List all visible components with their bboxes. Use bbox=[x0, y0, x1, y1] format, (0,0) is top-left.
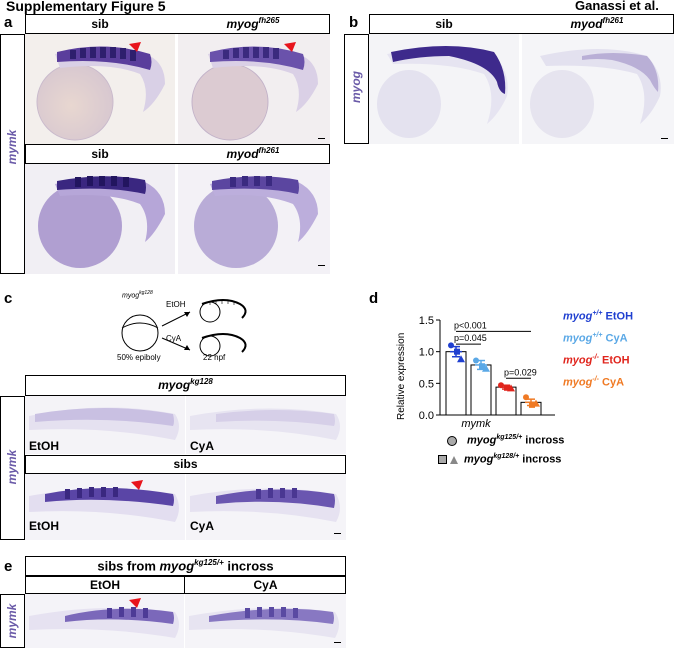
p-value-label: p=0.045 bbox=[454, 333, 487, 343]
panel-e-probe-label: mymk bbox=[5, 603, 19, 639]
panel-a-header-myog: myogfh265 bbox=[226, 16, 280, 31]
y-axis-title: Relative expression bbox=[396, 333, 407, 420]
panel-e-cond-divider bbox=[184, 576, 185, 594]
y-tick-label: 1.5 bbox=[419, 315, 434, 327]
bar bbox=[470, 364, 492, 416]
panel-e-cond-cya: CyA bbox=[253, 578, 278, 592]
panel-a-embryo-myog-1 bbox=[178, 34, 330, 144]
x-axis-title: mymk bbox=[461, 418, 491, 430]
panel-c-letter: c bbox=[4, 290, 13, 307]
legend-item-mut-etoh: myog-/- EtOH bbox=[563, 354, 630, 367]
panel-c-cond-cya-1: CyA bbox=[190, 439, 215, 453]
panel-b-scalebar bbox=[661, 138, 668, 139]
triangle-marker-icon bbox=[450, 455, 458, 464]
panel-b-embryo-myod bbox=[522, 34, 674, 144]
circle-marker-icon bbox=[447, 435, 457, 446]
p-value-label: p=0.029 bbox=[504, 367, 537, 377]
panel-a-row2-header bbox=[25, 144, 330, 164]
panel-e-cond-header bbox=[25, 576, 346, 594]
panel-c-embryo-mut-etoh bbox=[25, 396, 185, 454]
panel-a-probe-box bbox=[0, 34, 25, 274]
data-point-square bbox=[454, 348, 460, 355]
panel-c-cond-etoh-1: EtOH bbox=[29, 439, 59, 453]
panel-c-cond-cya-2: CyA bbox=[190, 519, 215, 533]
panel-c-top-header bbox=[25, 375, 346, 396]
panel-e-top-header-label: sibs from myogkg125/+ incross bbox=[97, 558, 274, 574]
data-point-circle bbox=[498, 382, 504, 389]
panel-e-top-header bbox=[25, 556, 346, 576]
panel-d-letter: d bbox=[369, 290, 379, 307]
panel-a-header-sib: sib bbox=[91, 17, 109, 31]
data-point-triangle bbox=[457, 355, 465, 363]
panel-c-embryo-sib-etoh bbox=[25, 474, 185, 540]
legend-item-wt-cya: myog+/+ CyA bbox=[563, 332, 628, 345]
panel-b-letter: b bbox=[349, 14, 359, 31]
panel-a-embryo-sib-1 bbox=[25, 34, 175, 144]
panel-a-header-sib-2: sib bbox=[91, 147, 109, 161]
panel-a-scalebar-2 bbox=[318, 265, 325, 266]
panel-c-probe-box bbox=[0, 396, 25, 540]
panel-a-letter: a bbox=[4, 14, 13, 31]
data-point-square bbox=[504, 384, 510, 391]
panel-c-embryo-mut-cya bbox=[186, 396, 346, 454]
square-marker-icon bbox=[438, 455, 447, 465]
panel-d-chart: Relative expression 0.0 0.5 1.0 1.5 p<0.001 p… bbox=[396, 315, 555, 430]
panel-e-embryo-cya bbox=[185, 594, 346, 648]
panel-b-embryo-sib bbox=[369, 34, 519, 144]
panel-c-top-header-label: myogkg128 bbox=[158, 377, 213, 392]
p-value-label: p<0.001 bbox=[454, 320, 487, 330]
cross-legend-1: myogkg125/+ incross bbox=[447, 434, 564, 447]
panel-c-probe-label: mymk bbox=[5, 449, 19, 485]
cross-legend-2: myogkg128/+ incross bbox=[438, 453, 561, 466]
panel-b-probe-label: myog bbox=[349, 71, 363, 104]
panel-c-scalebar bbox=[334, 533, 341, 534]
panel-b-header-myod: myodfh261 bbox=[570, 16, 624, 31]
data-point-triangle bbox=[507, 384, 515, 392]
legend-item-wt-etoh: myog+/+ EtOH bbox=[563, 310, 634, 323]
data-point-square bbox=[479, 363, 485, 370]
data-point-triangle bbox=[532, 399, 540, 407]
panel-e-letter: e bbox=[4, 558, 13, 575]
panel-a-embryo-sib-2 bbox=[25, 164, 175, 274]
panel-a-embryo-myod-2 bbox=[178, 164, 330, 274]
panel-b-header-sib: sib bbox=[435, 17, 453, 31]
panel-c-schematic-end: 22 hpf bbox=[203, 353, 226, 362]
panel-d-legend: myog+/+ EtOH myog+/+ CyA myog-/- EtOH my… bbox=[563, 310, 673, 398]
panel-c-schematic bbox=[110, 288, 260, 368]
panel-c-cond-etoh-2: EtOH bbox=[29, 519, 59, 533]
panel-a-header-myod: myodfh261 bbox=[226, 146, 280, 161]
panel-c-mid-header-label: sibs bbox=[173, 457, 198, 471]
panel-c-mid-header bbox=[25, 455, 346, 474]
panel-c-schematic-cya: CyA bbox=[166, 334, 182, 343]
y-tick-label: 0.0 bbox=[419, 410, 434, 422]
y-tick-label: 0.5 bbox=[419, 378, 434, 390]
panel-e-cond-etoh: EtOH bbox=[90, 578, 120, 592]
panel-a-row1-header bbox=[25, 14, 330, 34]
panel-c-schematic-etoh: EtOH bbox=[166, 300, 186, 309]
data-point-circle bbox=[448, 342, 454, 349]
data-point-circle bbox=[473, 357, 479, 364]
panel-c-schematic-gene: myogkg128 bbox=[122, 290, 153, 300]
data-point-triangle bbox=[482, 364, 490, 372]
panel-a-scalebar-1 bbox=[318, 138, 325, 139]
y-tick-label: 1.0 bbox=[419, 347, 434, 359]
data-point-circle bbox=[523, 394, 529, 401]
figure-title: Supplementary Figure 5 bbox=[6, 0, 166, 14]
panel-c-embryo-sib-cya bbox=[186, 474, 346, 540]
panel-b-probe-box bbox=[344, 34, 369, 144]
panel-e-embryo-etoh bbox=[25, 594, 184, 648]
data-point-square bbox=[529, 401, 535, 408]
legend-item-mut-cya: myog-/- CyA bbox=[563, 376, 625, 389]
author-label: Ganassi et al. bbox=[575, 0, 659, 13]
panel-e-scalebar bbox=[334, 642, 341, 643]
panel-a-probe-label: mymk bbox=[5, 129, 19, 165]
panel-c-schematic-start: 50% epiboly bbox=[117, 353, 161, 362]
